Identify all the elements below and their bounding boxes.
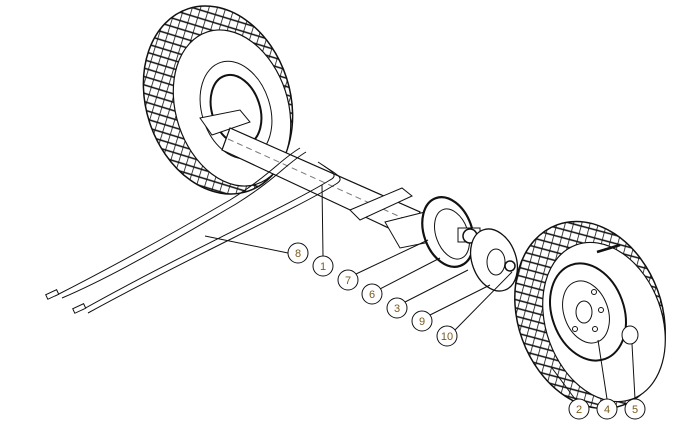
balloon-5: 5 (624, 398, 646, 420)
balloon-1: 1 (312, 255, 334, 277)
balloon-label: 9 (419, 316, 425, 328)
balloon-label: 5 (632, 404, 638, 416)
balloon-label: 3 (394, 303, 400, 315)
cable-plug-icon (45, 288, 87, 314)
rear-wheel (142, 5, 294, 195)
balloon-8: 8 (287, 242, 309, 264)
brake-assembly (421, 196, 519, 292)
balloon-label: 4 (604, 404, 610, 416)
balloon-label: 10 (441, 331, 453, 343)
balloon-label: 6 (369, 289, 375, 301)
balloon-10: 10 (436, 325, 458, 347)
balloon-2: 2 (568, 398, 590, 420)
balloon-3: 3 (386, 297, 408, 319)
balloon-4: 4 (596, 398, 618, 420)
leader-lines (204, 184, 636, 400)
balloon-label: 7 (345, 275, 351, 287)
balloon-label: 1 (320, 261, 326, 273)
balloon-6: 6 (361, 283, 383, 305)
hub-cap (621, 325, 639, 345)
front-wheel (514, 220, 666, 410)
balloon-7: 7 (337, 269, 359, 291)
balloon-label: 2 (576, 404, 582, 416)
brake-cables (45, 147, 341, 314)
balloon-9: 9 (411, 310, 433, 332)
balloon-label: 8 (295, 248, 301, 260)
